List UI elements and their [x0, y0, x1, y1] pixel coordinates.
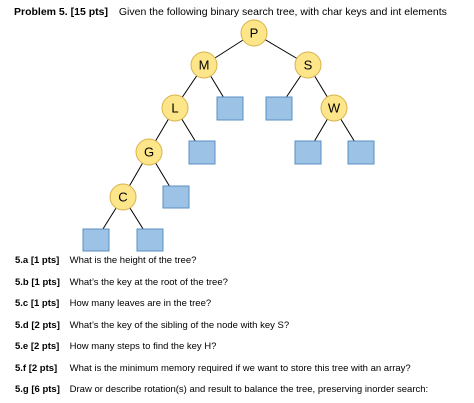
tree-node-c: C: [109, 183, 137, 211]
leaf-box: [162, 185, 190, 209]
problem-description: Given the following binary search tree, …: [118, 6, 447, 18]
tree-node-s: S: [294, 51, 322, 79]
tree-node-l: L: [161, 94, 189, 122]
tree-node-w: W: [320, 94, 348, 122]
question-text: What is the minimum memory required if w…: [69, 362, 411, 374]
question-item: 5.a [1 pts] What is the height of the tr…: [15, 255, 196, 266]
node-key-l: L: [171, 101, 178, 116]
leaf-box: [216, 96, 244, 121]
leaf-box: [82, 228, 110, 252]
leaf-box: [265, 96, 293, 121]
question-text: How many leaves are in the tree?: [69, 298, 212, 309]
question-item: 5.f [2 pts] What is the minimum memory r…: [15, 363, 411, 374]
question-text: What is the height of the tree?: [69, 255, 197, 266]
leaf-box: [294, 140, 322, 165]
question-text: What’s the key at the root of the tree?: [69, 276, 228, 288]
node-key-g: G: [144, 145, 154, 160]
question-id: 5.b [1 pts]: [15, 276, 60, 288]
question-id: 5.c [1 pts]: [15, 298, 60, 309]
question-id: 5.g [6 pts]: [15, 384, 60, 395]
leaf-box: [188, 140, 216, 165]
tree-leaves: [82, 96, 375, 252]
problem-header: Problem 5. [15 pts] Given the following …: [14, 6, 447, 18]
question-id: 5.f [2 pts]: [15, 362, 58, 374]
tree-node-g: G: [135, 138, 163, 166]
question-text: What’s the key of the sibling of the nod…: [69, 319, 290, 331]
binary-search-tree: P M S L W G C: [82, 19, 375, 252]
tree-node-p: P: [240, 19, 268, 47]
question-item: 5.e [2 pts] How many steps to find the k…: [15, 341, 216, 352]
node-key-p: P: [250, 26, 259, 41]
question-item: 5.g [6 pts] Draw or describe rotation(s)…: [15, 384, 428, 395]
question-item: 5.c [1 pts] How many leaves are in the t…: [15, 298, 211, 309]
node-key-w: W: [328, 101, 341, 116]
question-id: 5.a [1 pts]: [15, 255, 60, 266]
node-key-s: S: [304, 58, 313, 73]
leaf-box: [347, 140, 375, 165]
leaf-box: [136, 228, 164, 252]
question-id: 5.d [2 pts]: [15, 319, 60, 331]
question-text: How many steps to find the key H?: [69, 341, 217, 352]
question-item: 5.d [2 pts] What’s the key of the siblin…: [15, 320, 289, 331]
question-id: 5.e [2 pts]: [15, 341, 60, 352]
tree-node-m: M: [190, 51, 218, 79]
node-key-c: C: [118, 190, 127, 205]
question-item: 5.b [1 pts] What’s the key at the root o…: [15, 277, 228, 288]
question-text: Draw or describe rotation(s) and result …: [69, 384, 429, 395]
node-key-m: M: [199, 58, 210, 73]
problem-title: Problem 5. [15 pts]: [14, 6, 108, 18]
